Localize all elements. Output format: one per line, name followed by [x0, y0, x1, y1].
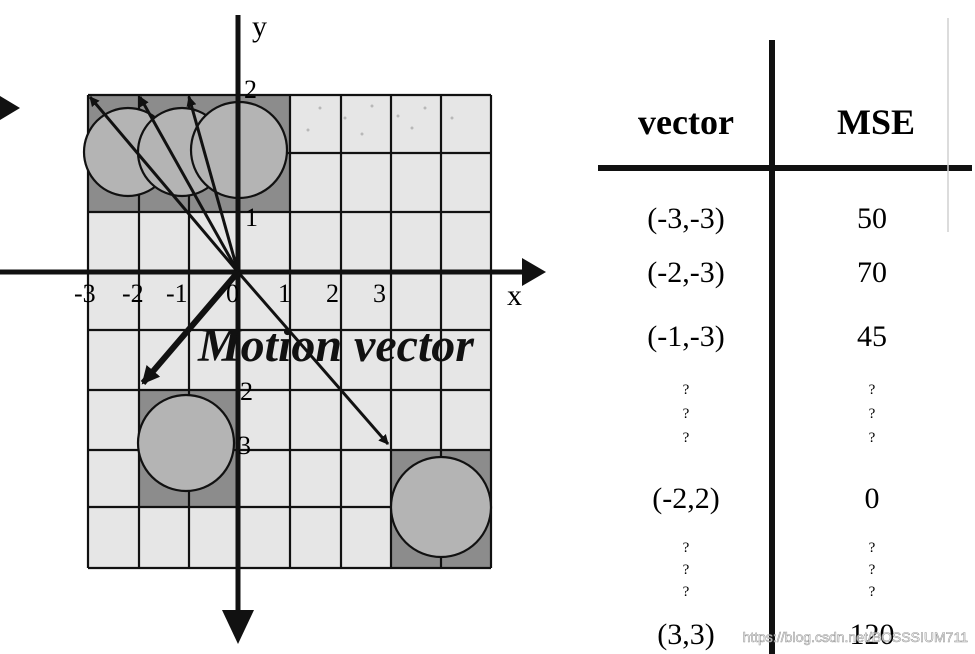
- table-cell-mse: 45: [857, 320, 887, 353]
- table-cell-mse: ?: [869, 406, 876, 422]
- y-axis-label: y: [252, 10, 267, 43]
- object-circle-match: [136, 393, 236, 493]
- table-header-vector: vector: [638, 102, 734, 142]
- vector-arrow-m1m3: [186, 96, 240, 273]
- edge-arrowhead: [0, 96, 20, 120]
- table-cell-mse: ?: [869, 382, 876, 398]
- x-tick: 1: [278, 279, 291, 308]
- table-cell-vector: (-2,2): [652, 482, 719, 515]
- x-axis-arrowhead: [522, 258, 546, 286]
- table-cell-vector: (-2,-3): [647, 256, 724, 289]
- x-tick: 2: [326, 279, 339, 308]
- table-cell-mse: 50: [857, 202, 887, 235]
- table-cell-vector: ?: [683, 430, 690, 446]
- vector-arrow-m2m3: [138, 96, 240, 273]
- y-tick: 2: [244, 75, 257, 104]
- table-cell-vector: ?: [683, 382, 690, 398]
- table-cell-mse: 120: [850, 618, 895, 651]
- x-tick: -1: [166, 279, 188, 308]
- y-tick: 3: [238, 431, 251, 460]
- candidate-vectors: [88, 96, 390, 445]
- x-tick: 3: [373, 279, 386, 308]
- y-tick: 2: [240, 377, 253, 406]
- table-cell-vector: ?: [683, 406, 690, 422]
- x-tick: -2: [122, 279, 144, 308]
- table-cell-vector: (-3,-3): [647, 202, 724, 235]
- table-cell-mse: ?: [869, 540, 876, 556]
- table-cell-vector: ?: [683, 540, 690, 556]
- watermark-text: https://blog.csdn.net/BOSSSIUM711: [743, 629, 969, 645]
- object-circle-far: [389, 455, 493, 559]
- objects: [82, 100, 493, 559]
- table-cell-vector: ?: [683, 584, 690, 600]
- y-axis-arrowhead: [222, 610, 254, 644]
- table-cell-vector: ?: [683, 562, 690, 578]
- vector-arrow-33: [236, 271, 390, 445]
- table-cell-vector: (-1,-3): [647, 320, 724, 353]
- best-motion-vector-arrow: [140, 270, 241, 385]
- table-cell-mse: ?: [869, 562, 876, 578]
- motion-vector-caption: Motion vector: [197, 319, 475, 372]
- table-header-mse: MSE: [837, 102, 915, 142]
- table-cell-mse: ?: [869, 584, 876, 600]
- table-cell-mse: 0: [865, 482, 880, 515]
- x-tick: -3: [74, 279, 96, 308]
- x-axis-label: x: [507, 279, 522, 312]
- table-cell-mse: ?: [869, 430, 876, 446]
- mse-table: vector MSE (-3,-3) 50 (-2,-3) 70 (-1,-3)…: [598, 18, 972, 654]
- table-cell-mse: 70: [857, 256, 887, 289]
- grid-dots: [306, 104, 454, 136]
- x-tick: 0: [226, 279, 239, 308]
- axes: [0, 15, 522, 612]
- table-cell-vector: (3,3): [657, 618, 714, 651]
- vector-arrow-m3m3: [88, 96, 240, 273]
- y-tick: 1: [245, 203, 258, 232]
